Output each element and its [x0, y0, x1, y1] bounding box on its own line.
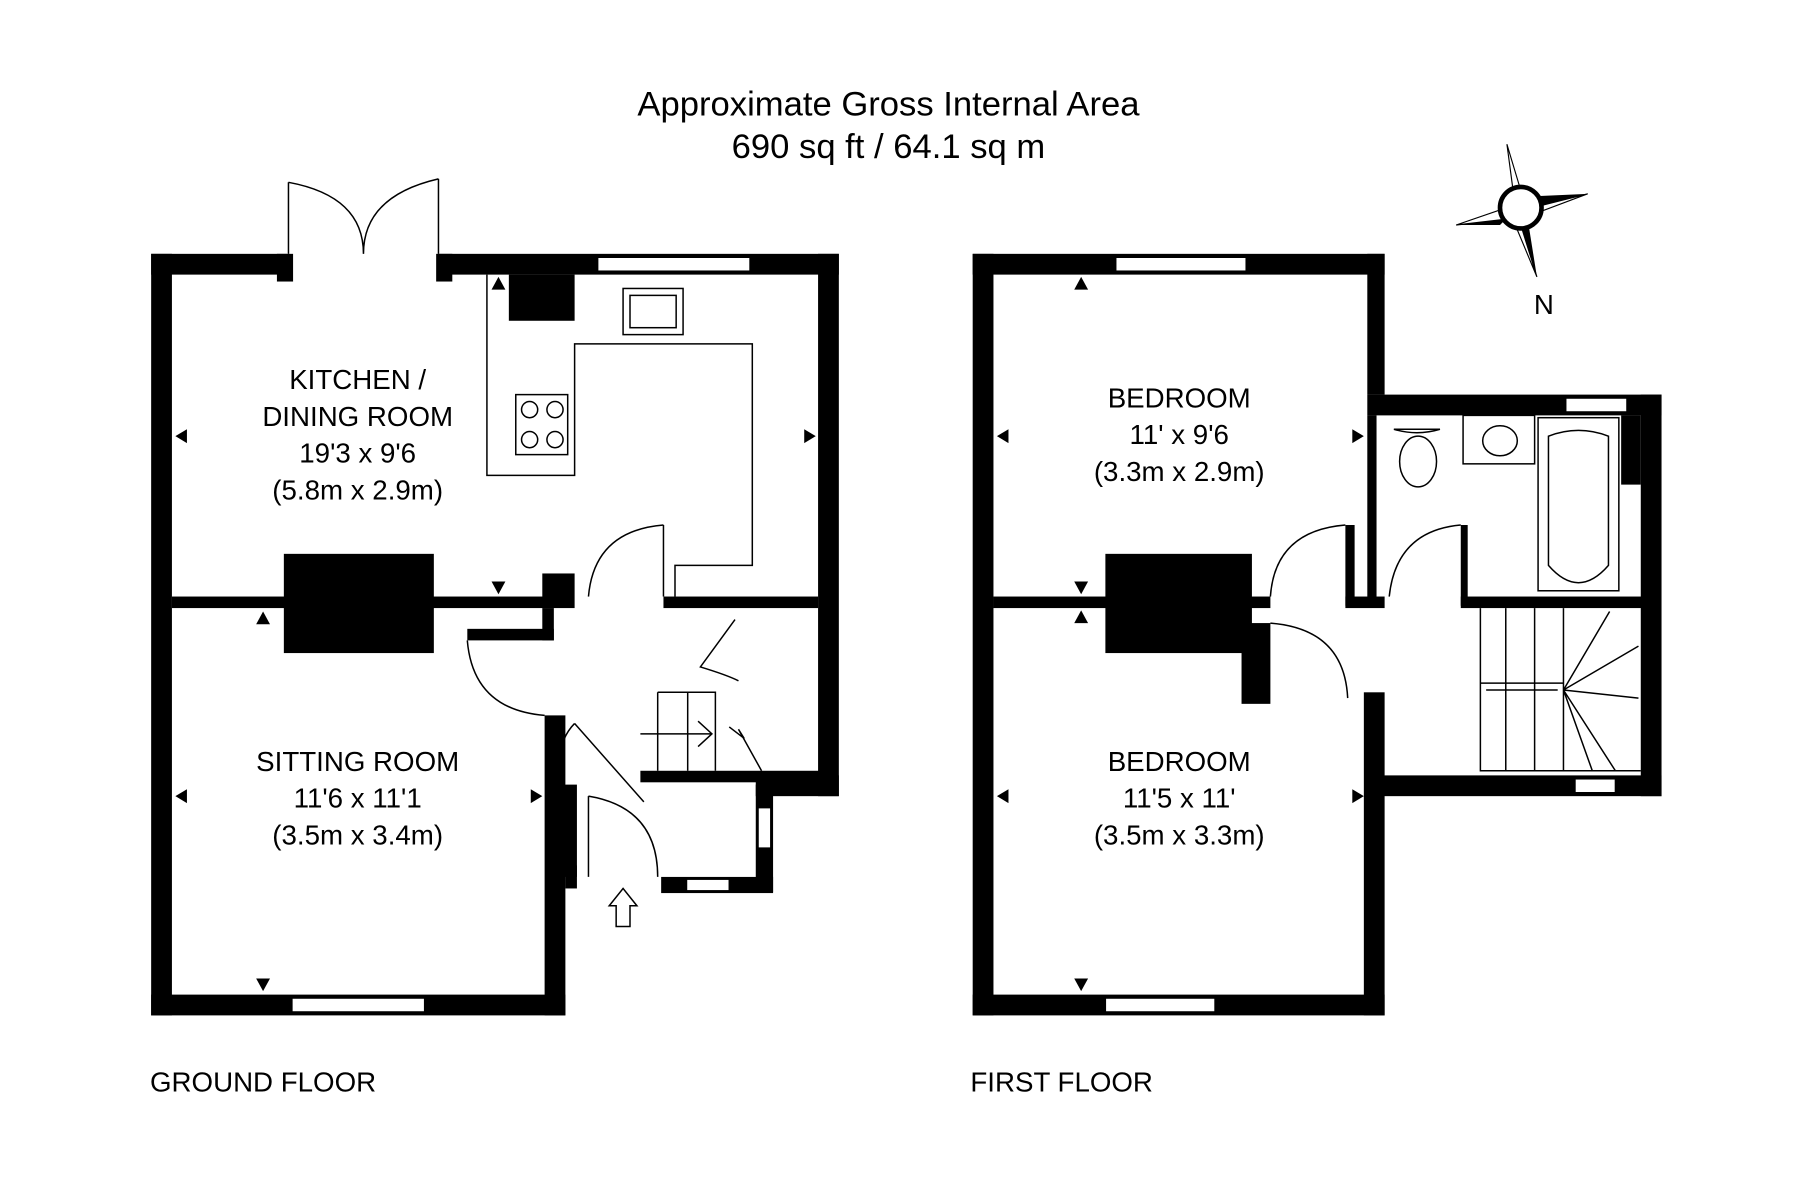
- gross-area: 690 sq ft / 64.1 sq m: [732, 128, 1046, 166]
- room-name: SITTING ROOM: [256, 746, 459, 777]
- room-dimensions-imperial: 11'5 x 11': [1123, 783, 1236, 814]
- room-name: BEDROOM: [1108, 382, 1251, 413]
- compass-north-label: N: [1534, 289, 1554, 320]
- plan-title: Approximate Gross Internal Area: [637, 85, 1140, 123]
- room-dimensions-metric: (3.3m x 2.9m): [1094, 456, 1265, 487]
- room-name: KITCHEN /: [289, 364, 426, 395]
- room-dimensions-metric: (5.8m x 2.9m): [272, 475, 443, 506]
- room-name: DINING ROOM: [262, 401, 453, 432]
- ground-floor-plan: [151, 178, 839, 1016]
- ground-floor-label: GROUND FLOOR: [150, 1067, 376, 1098]
- room-dimensions-imperial: 19'3 x 9'6: [299, 438, 416, 469]
- room-name: BEDROOM: [1108, 746, 1251, 777]
- room-dimensions-imperial: 11' x 9'6: [1130, 419, 1229, 450]
- room-dimensions-metric: (3.5m x 3.3m): [1094, 820, 1265, 851]
- first-floor-label: FIRST FLOOR: [970, 1067, 1153, 1098]
- compass-icon: [1455, 144, 1588, 278]
- room-dimensions-imperial: 11'6 x 11'1: [294, 783, 422, 814]
- room-dimensions-metric: (3.5m x 3.4m): [272, 820, 443, 851]
- first-floor-plan: [972, 253, 1662, 1016]
